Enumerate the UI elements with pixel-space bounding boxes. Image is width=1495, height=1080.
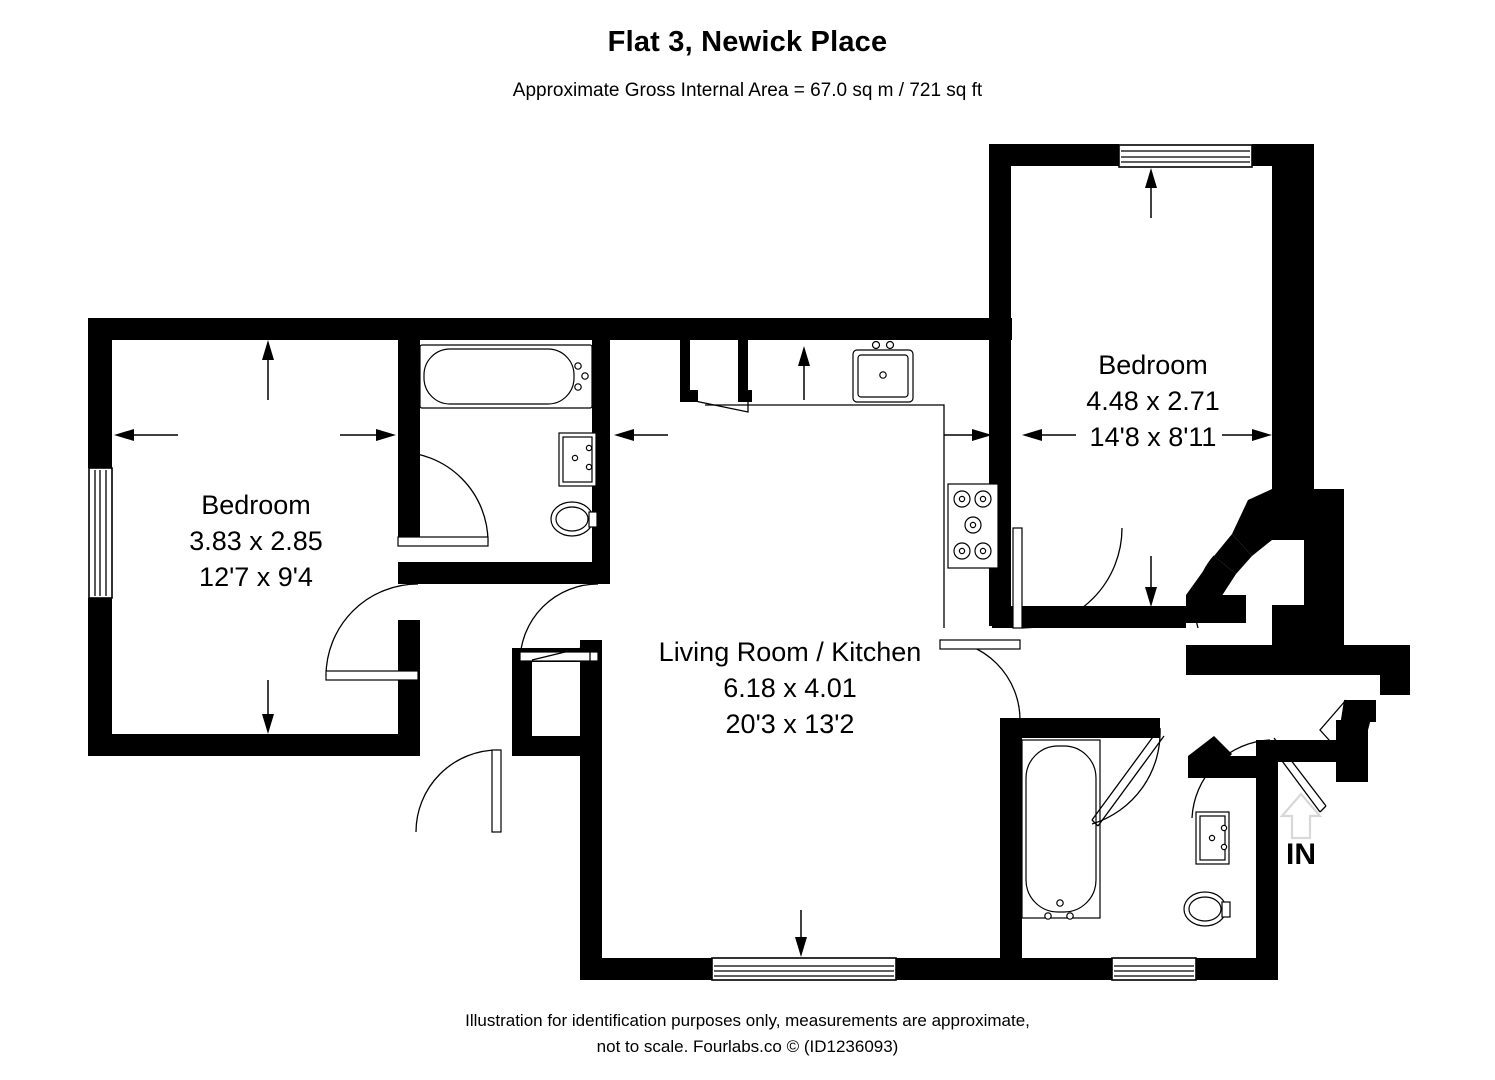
wall-group <box>88 144 1410 980</box>
bathroom-upper-fixtures <box>419 344 598 537</box>
wall-segment <box>896 958 1014 980</box>
wall-segment <box>88 598 112 756</box>
room-metric-dimensions: 6.18 x 4.01 <box>723 673 857 703</box>
door-bedroom-right <box>1012 527 1123 629</box>
wall-segment <box>1186 645 1410 675</box>
window-group <box>88 144 1253 981</box>
wall-segment <box>989 144 1119 166</box>
window-bathroom-lower-icon <box>1111 957 1197 981</box>
wall-segment <box>1272 605 1344 645</box>
room-imperial-dimensions: 14'8 x 8'11 <box>1090 422 1217 452</box>
room-imperial-dimensions: 20'3 x 13'2 <box>726 709 855 739</box>
dimension-arrow <box>798 346 810 400</box>
wall-segment <box>88 318 112 468</box>
toilet-icon <box>1183 891 1231 927</box>
wall-segment <box>989 316 1011 626</box>
wall-segment <box>88 734 418 756</box>
dimension-arrow <box>614 429 668 441</box>
room-label-bedroom-left: Bedroom 3.83 x 2.85 12'7 x 9'4 <box>189 490 323 592</box>
up-arrow-icon <box>1279 792 1323 840</box>
wall-segment <box>398 620 420 756</box>
wall-segment <box>1000 718 1160 738</box>
room-name: Bedroom <box>201 490 311 520</box>
wall-segment <box>512 652 532 750</box>
dimension-arrow <box>1145 556 1157 607</box>
door-hall-angled <box>1188 555 1237 629</box>
door-entrance <box>1191 737 1327 819</box>
wall-segment <box>1000 718 1022 980</box>
washbasin-icon <box>1195 811 1230 865</box>
door-hall-bedroom <box>325 583 419 681</box>
footer-disclaimer: Illustration for identification purposes… <box>0 1008 1495 1060</box>
room-label-bedroom-right: Bedroom 4.48 x 2.71 14'8 x 8'11 <box>1086 350 1220 452</box>
toilet-icon <box>550 501 598 537</box>
window-bedroom-left-icon <box>88 467 113 599</box>
dimension-arrow <box>1222 429 1272 441</box>
wall-segment <box>1188 736 1232 778</box>
wall-segment <box>398 562 602 584</box>
room-name: Living Room / Kitchen <box>659 637 922 667</box>
door-bathroom-lower <box>1091 727 1165 827</box>
entrance-marker: IN <box>1279 792 1323 871</box>
page-subtitle: Approximate Gross Internal Area = 67.0 s… <box>512 80 983 101</box>
wall-segment <box>680 390 698 402</box>
wall-segment <box>1256 740 1278 980</box>
room-imperial-dimensions: 12'7 x 9'4 <box>199 562 313 592</box>
dimension-arrow <box>944 429 992 441</box>
window-bedroom-right-icon <box>1118 144 1253 168</box>
door-hall-cupboard <box>519 583 599 663</box>
footer-line-2: not to scale. Fourlabs.co © (ID1236093) <box>596 1037 899 1056</box>
dimension-arrow <box>1145 168 1157 218</box>
dimension-arrow <box>262 340 274 400</box>
wall-segment <box>398 340 420 540</box>
dimension-arrow-group <box>114 168 1272 957</box>
washbasin-icon <box>558 432 597 487</box>
footer-line-1: Illustration for identification purposes… <box>465 1011 1030 1030</box>
wall-segment <box>1272 489 1344 540</box>
dimension-arrow <box>1022 429 1076 441</box>
wall-segment <box>1100 606 1186 628</box>
dimension-arrow <box>262 680 274 734</box>
wall-segment <box>1232 489 1272 556</box>
bathroom-lower-fixtures <box>1021 739 1231 927</box>
dimension-arrow <box>340 429 396 441</box>
door-living-hall <box>939 639 1021 721</box>
dimension-arrow <box>795 910 807 957</box>
sink-icon <box>852 340 914 403</box>
bathtub-icon <box>419 344 593 409</box>
door-bathroom-upper <box>397 451 489 547</box>
page-title: Flat 3, Newick Place <box>607 26 888 58</box>
wall-segment <box>738 390 752 402</box>
entrance-label: IN <box>1286 838 1316 871</box>
wall-segment <box>88 318 1012 340</box>
room-metric-dimensions: 4.48 x 2.71 <box>1086 386 1220 416</box>
door-group <box>325 451 1369 833</box>
room-name: Bedroom <box>1098 350 1208 380</box>
kitchen-fixtures <box>680 340 999 628</box>
room-metric-dimensions: 3.83 x 2.85 <box>189 526 323 556</box>
wall-segment <box>738 340 748 396</box>
wall-segment <box>580 958 712 980</box>
hob-icon <box>947 483 999 569</box>
window-living-room-icon <box>711 957 897 981</box>
wall-segment <box>580 640 602 958</box>
dimension-arrow <box>114 429 178 441</box>
wall-segment <box>512 736 602 756</box>
wall-segment <box>1256 740 1340 762</box>
bathtub-icon <box>1021 739 1101 920</box>
wall-segment <box>1272 144 1314 489</box>
wall-segment <box>1380 645 1410 695</box>
wall-segment <box>1000 958 1112 980</box>
door-hall-living <box>415 749 502 833</box>
wall-segment <box>1214 534 1252 574</box>
door-hall-small <box>1319 699 1369 753</box>
wall-segment <box>989 144 1011 324</box>
room-label-living-room-kitchen: Living Room / Kitchen 6.18 x 4.01 20'3 x… <box>659 637 922 739</box>
wall-segment <box>680 340 690 396</box>
